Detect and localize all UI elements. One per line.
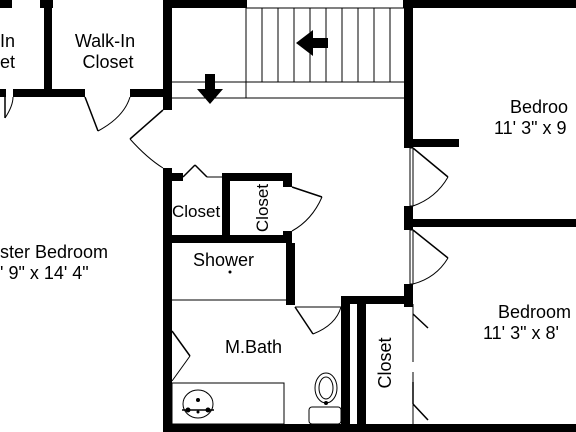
closet-bottom-label: Closet <box>375 337 395 388</box>
walk-in-closet-label-2: Closet <box>82 52 133 72</box>
stair-arrow-down-icon <box>197 74 223 104</box>
vanity-counter <box>171 382 285 425</box>
shower-drain <box>228 270 232 274</box>
bedroom-bottom-right-name: Bedroom <box>498 302 571 322</box>
shower-label: Shower <box>193 250 254 270</box>
master-bath-label: M.Bath <box>225 337 282 357</box>
walk-in-closet-label-1: Walk-In <box>75 31 135 51</box>
bedroom-top-right-name: Bedroo <box>510 97 568 117</box>
bedroom-top-right-size: 11' 3" x 9 <box>494 118 567 138</box>
doors <box>4 96 449 424</box>
closet-small-label: Closet <box>172 202 220 221</box>
closet-top-left-label-2: et <box>0 52 15 72</box>
bedroom-bottom-right-size: 11' 3" x 8' <box>483 323 559 343</box>
stair-arrow-left-icon <box>296 30 328 56</box>
sink-icon <box>182 389 214 419</box>
toilet-icon <box>308 372 342 425</box>
master-bedroom-name: ster Bedroom <box>0 242 108 262</box>
master-bedroom-size: ' 9" x 14' 4" <box>0 263 89 283</box>
staircase <box>172 7 407 99</box>
closet-top-left-label-1: In <box>0 31 15 51</box>
closet-vertical-label: Closet <box>253 184 272 232</box>
